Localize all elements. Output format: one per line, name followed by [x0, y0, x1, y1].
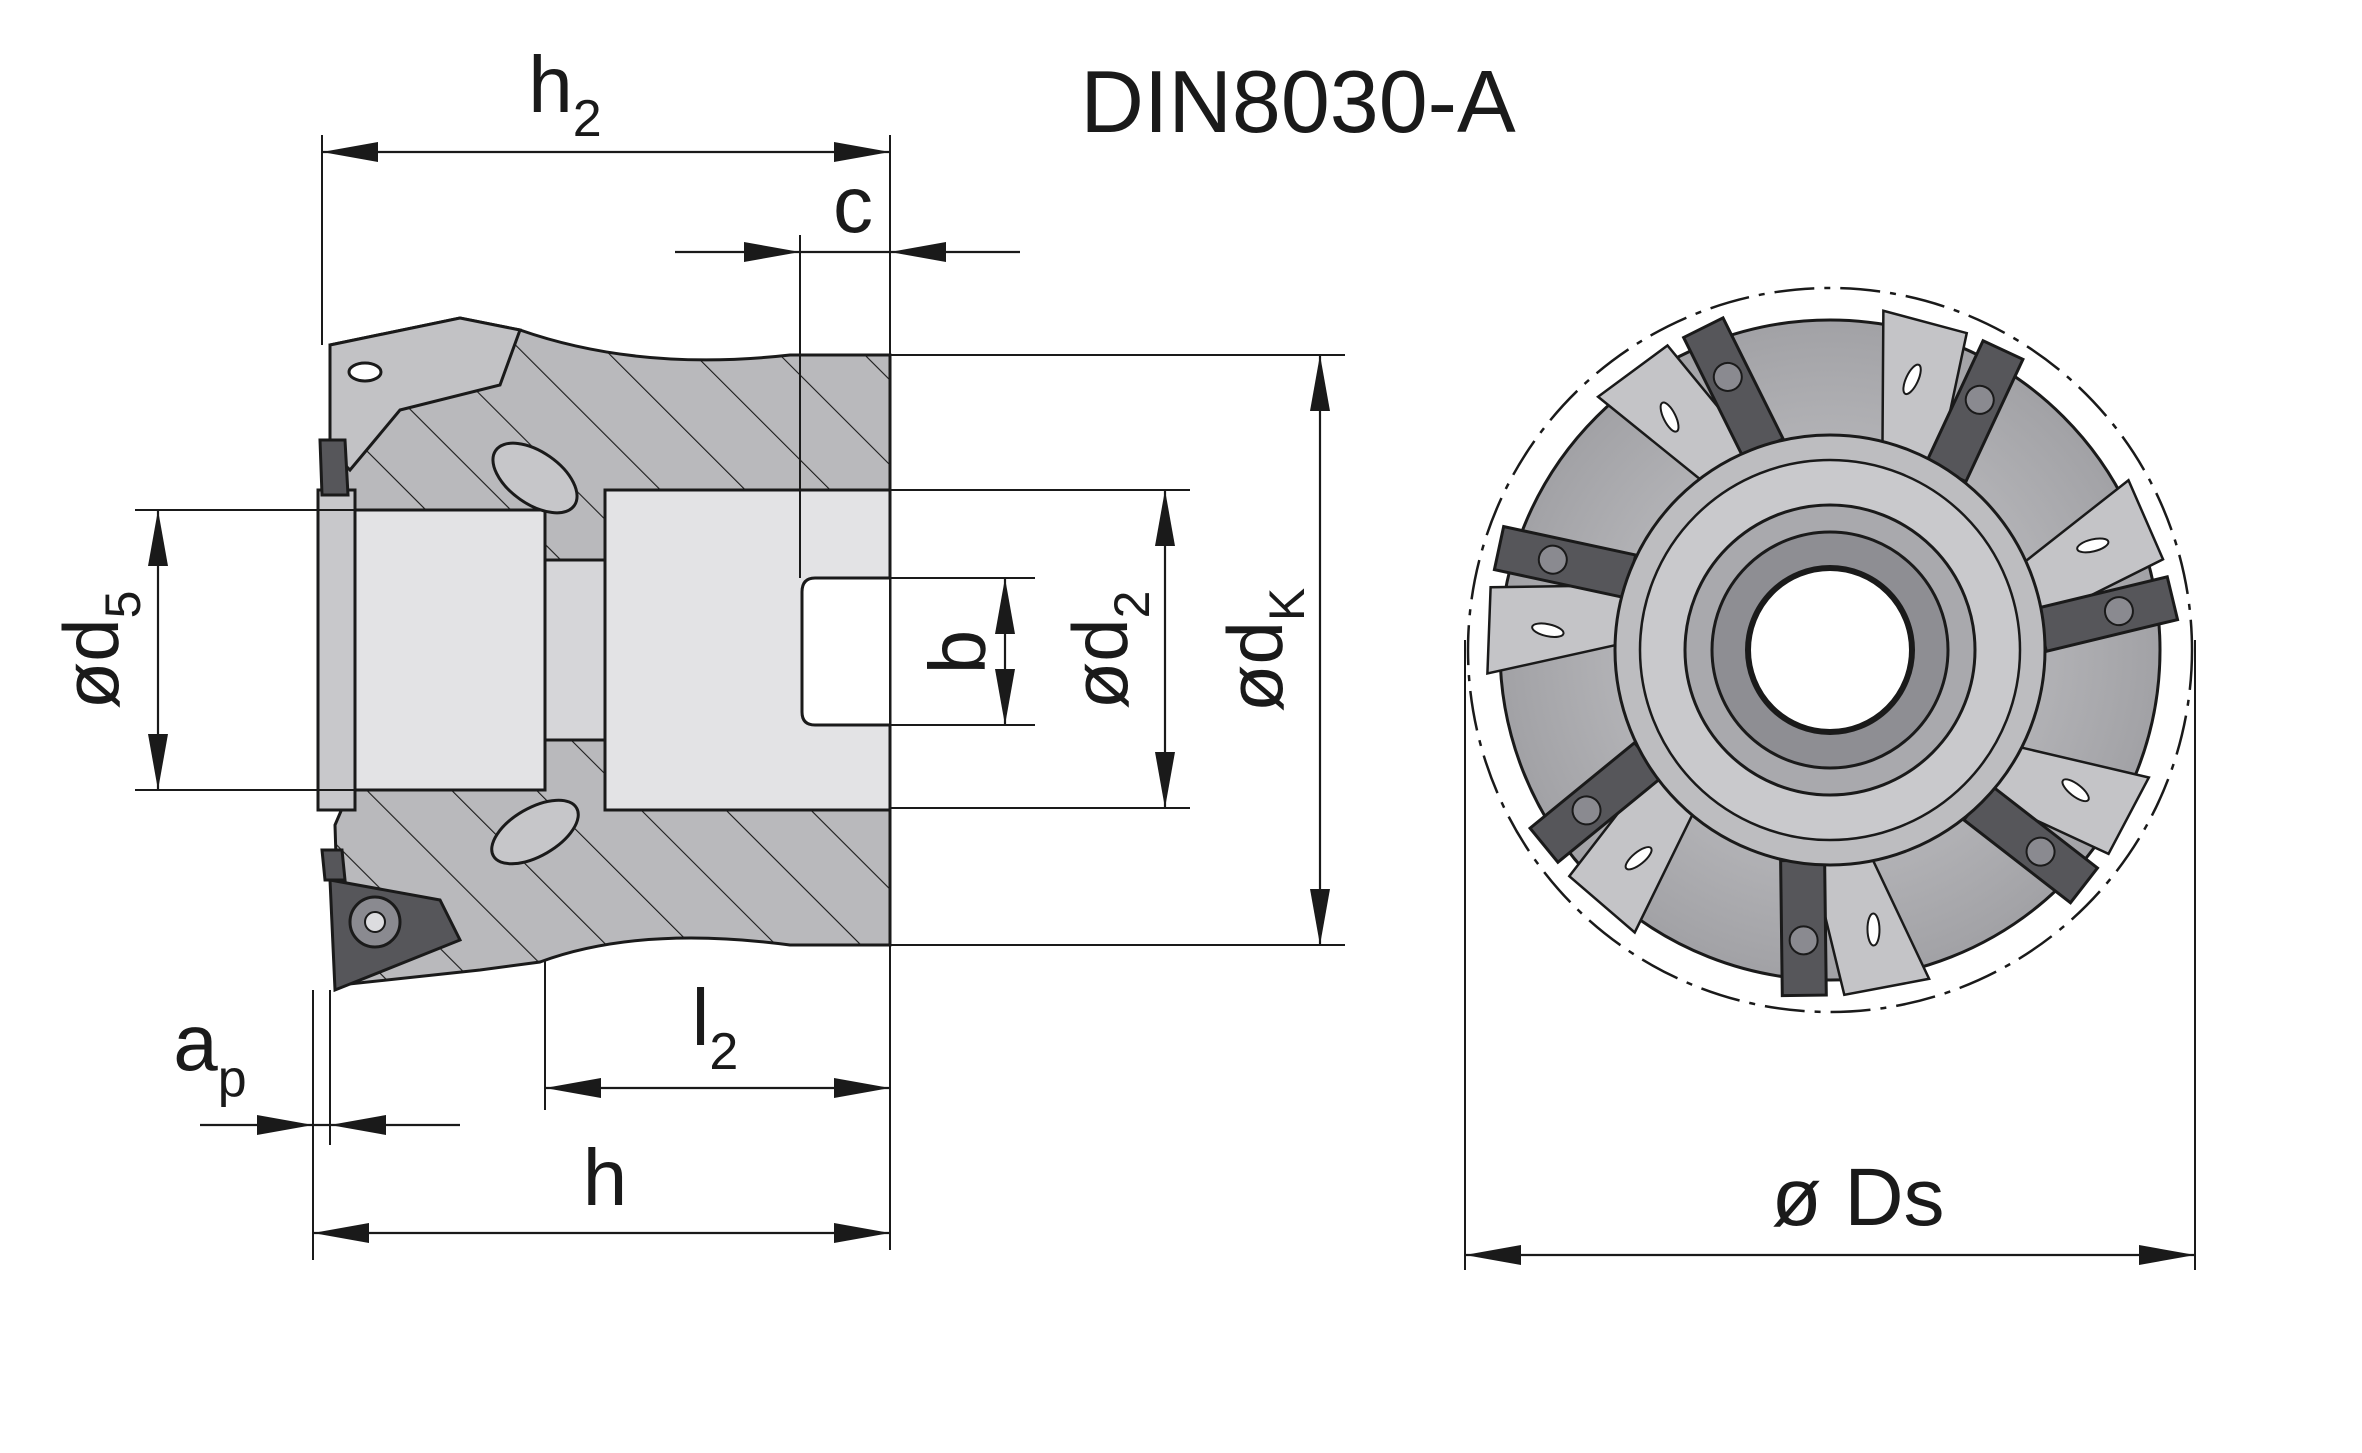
front-bore [353, 508, 547, 792]
side-dimensions: h2 c ød5 b ød2 ødK ap l2 [47, 40, 1345, 1260]
flute-slot [2061, 778, 2090, 803]
insert-pocket [1961, 745, 2151, 905]
insert-screw-icon [1788, 925, 1819, 956]
h2-label: h [528, 40, 573, 129]
ds-dimension: ø Ds [1464, 640, 2196, 1270]
dk-label-sub: K [1259, 588, 1315, 621]
title: DIN8030-A [1080, 52, 1516, 151]
insert-screw-icon [1964, 384, 1995, 415]
flute-slot [1659, 401, 1680, 433]
coolant-hole-upper [491, 441, 579, 515]
insert-screw-icon [1571, 795, 1602, 826]
insert-pocket [1779, 858, 1931, 998]
d2-label-sub: 2 [1104, 591, 1160, 619]
dk-label: ød [1211, 621, 1299, 712]
ap-label-sub: p [218, 1050, 247, 1108]
h-label: h [583, 1133, 628, 1222]
insert-lower-tip [320, 848, 347, 882]
ds-label: ø Ds [1771, 1152, 1944, 1243]
ap-label: a [173, 998, 218, 1087]
b-label: b [913, 630, 1002, 675]
flute-slot [2076, 537, 2110, 554]
torx-screw-center [364, 911, 386, 933]
l2-label-sub: 2 [709, 1023, 738, 1081]
svg-text:ødK: ødK [1211, 588, 1315, 712]
center-bore [1745, 565, 1915, 735]
svg-text:l2: l2 [692, 973, 739, 1081]
keyway-slot [800, 576, 890, 727]
insert-upper-screw [347, 361, 383, 383]
flute-slot [1624, 846, 1653, 871]
svg-text:ap: ap [173, 998, 246, 1108]
flute-slot [1866, 912, 1881, 947]
d5-label-sub: 5 [95, 591, 151, 619]
insert-group [1486, 309, 2180, 998]
c-label: c [833, 160, 873, 249]
insert-upper-tip [318, 438, 350, 497]
insert-screw-icon [2103, 596, 2134, 627]
d2-label: ød [1056, 618, 1144, 709]
h2-label-sub: 2 [573, 90, 602, 148]
front-view [1466, 286, 2194, 1014]
d5-label: ød [47, 618, 135, 709]
front-face [316, 488, 357, 812]
svg-text:ød5: ød5 [47, 591, 151, 710]
side-section-view [316, 316, 892, 993]
insert-screw-icon [1712, 361, 1743, 392]
flute-slot [1531, 622, 1565, 638]
insert-screw-icon [1537, 544, 1568, 575]
cutting-circle [1466, 286, 2194, 1014]
svg-text:h2: h2 [528, 40, 601, 148]
svg-text:ød2: ød2 [1056, 591, 1160, 710]
insert-pocket [1881, 309, 2025, 484]
bore-neck [543, 558, 607, 742]
l2-label: l [692, 973, 710, 1062]
insert-pocket [1486, 524, 1638, 676]
coolant-hole-lower [490, 798, 580, 866]
flute-slot [1902, 363, 1922, 396]
insert-screw-icon [2025, 836, 2056, 867]
